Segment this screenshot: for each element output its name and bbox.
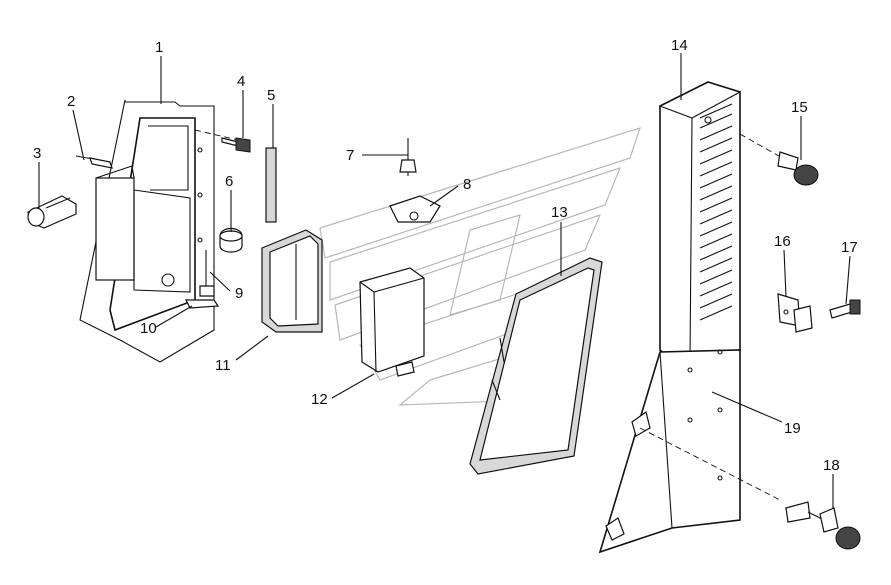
part-5-strip	[265, 147, 277, 223]
part-7-rivet	[399, 138, 417, 176]
callout-12: 12	[311, 391, 328, 408]
part-18-latch-knob	[785, 501, 861, 550]
part-6-cap	[219, 227, 243, 253]
callout-17: 17	[841, 239, 858, 256]
part-15-knob	[739, 133, 819, 186]
callout-3: 3	[33, 145, 41, 162]
callout-1: 1	[155, 39, 163, 56]
part-14-louvred-panel	[659, 81, 741, 361]
part-10-lever	[185, 299, 220, 309]
callout-16: 16	[774, 233, 791, 250]
callout-5: 5	[267, 87, 275, 104]
callout-8: 8	[463, 176, 471, 193]
callout-2: 2	[67, 93, 75, 110]
part-2-pin	[75, 155, 113, 169]
part-9-clip	[199, 250, 215, 297]
callout-19: 19	[784, 420, 801, 437]
callout-6: 6	[225, 173, 233, 190]
callout-9: 9	[235, 285, 243, 302]
callout-11: 11	[215, 357, 231, 374]
callout-labels: 1 2 3 4 5 6 7 8 9 10 11 12 13 14 15 16 1…	[33, 37, 858, 474]
callout-10: 10	[140, 320, 157, 337]
part-1-mounting-bracket	[79, 99, 239, 363]
part-13-window-seal	[469, 257, 603, 475]
part-8-bracket	[389, 195, 441, 223]
callout-7: 7	[346, 147, 354, 164]
part-19-lower-panel	[598, 349, 781, 554]
part-12-blower-box	[359, 267, 425, 377]
leader-lines	[38, 53, 851, 508]
callout-15: 15	[791, 99, 808, 116]
part-16-hinge	[777, 293, 813, 333]
part-11-filter-pad	[261, 229, 323, 333]
part-4-bolt	[221, 137, 251, 153]
callout-18: 18	[823, 457, 840, 474]
part-17-bolt	[829, 299, 861, 319]
callout-4: 4	[237, 73, 245, 90]
part-3-spacer	[27, 195, 77, 229]
callout-13: 13	[551, 204, 568, 221]
callout-14: 14	[671, 37, 688, 54]
